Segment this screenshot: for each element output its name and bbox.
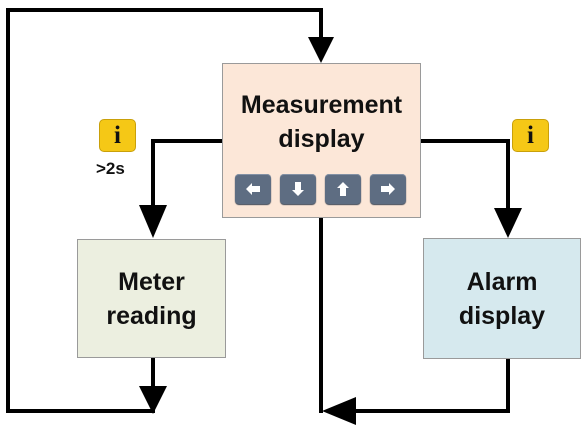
info-icon: i [99,119,136,152]
arrowhead-top [308,37,334,63]
alarm-return-line [352,359,510,413]
arrowhead-alarm-return [322,397,356,425]
up-key[interactable] [325,174,361,204]
arrow-down-icon [292,182,304,196]
meter-label-1: Meter [118,267,185,296]
right-key[interactable] [370,174,406,204]
arrowhead-meter [139,205,167,238]
left-key[interactable] [235,174,271,204]
hold-duration-label: >2s [96,159,125,178]
arrow-right-icon [381,183,395,195]
alarm-label-1: Alarm [466,267,538,296]
measurement-label-1: Measurement [240,91,403,119]
meter-reading-box: Meter reading [77,239,226,358]
alarm-label-2: display [458,301,546,330]
arrowhead-meter-out [139,386,167,414]
arrow-up-icon [337,182,349,196]
navigation-keys [235,174,410,204]
meter-label-2: reading [106,301,197,330]
alarm-display-box: Alarm display [423,238,581,359]
to-meter-line [151,139,222,205]
measurement-label-2: display [278,125,365,153]
arrow-left-icon [246,183,260,195]
to-alarm-line [421,139,510,208]
down-key[interactable] [280,174,316,204]
info-icon: i [512,119,549,152]
arrowhead-alarm [494,208,522,238]
